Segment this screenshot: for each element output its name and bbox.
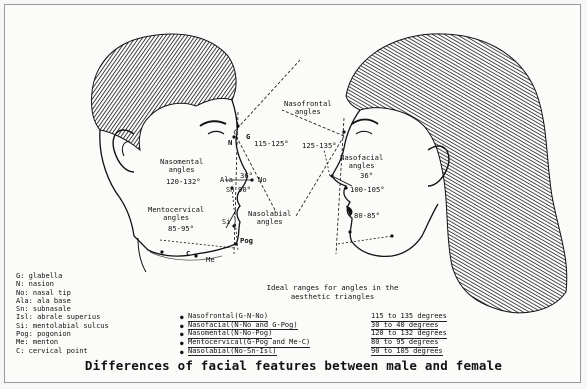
mentocervical-value: 85-95° <box>168 225 194 233</box>
nasolabial-female-value: 100-105° <box>350 186 385 194</box>
abbreviation-item: Pog: pogonion <box>16 330 109 338</box>
abbreviation-item: N: nasion <box>16 280 109 288</box>
figure-title: Differences of facial features between m… <box>0 358 587 373</box>
abbreviation-legend: G: glabella N: nasion No: nasal tip Ala:… <box>16 272 109 355</box>
point-no-label: No <box>258 176 267 184</box>
abbreviation-item: Isl: abrale superius <box>16 313 109 321</box>
range-value: 90 to 105 degrees <box>371 348 443 357</box>
nasolabial-angles-label: Nasolabial angles <box>248 210 291 226</box>
abbreviation-item: Si: mentolabial sulcus <box>16 322 109 330</box>
point-sn-label: Sn <box>226 186 234 194</box>
point-me-label: Me <box>206 256 215 264</box>
bullet-icon: ● <box>180 349 184 356</box>
point-si-label: Si <box>222 218 230 226</box>
range-name: Nasolabial(No-Sn-Isl) <box>188 348 277 357</box>
point-n-label: N <box>228 139 232 147</box>
point-c-label: C <box>186 250 190 258</box>
abbreviation-item: Sn: subnasale <box>16 305 109 313</box>
point-pog-label: Pog <box>240 237 253 245</box>
male-profile <box>92 34 248 272</box>
abbreviation-item: No: nasal tip <box>16 289 109 297</box>
ideal-ranges-heading: Ideal ranges for angles in the aesthetic… <box>250 284 415 301</box>
nasofrontal-male-value: 115-125° <box>254 140 289 148</box>
nasomental-value: 120-132° <box>166 178 201 186</box>
bullet-icon: ● <box>180 331 184 338</box>
range-row: ● Nasolabial(No-Sn-Isl) 90 to 105 degree… <box>180 348 460 357</box>
abbreviation-item: Ala: ala base <box>16 297 109 305</box>
abbreviation-item: Me: menton <box>16 338 109 346</box>
bullet-icon: ● <box>180 323 184 330</box>
nasofrontal-angles-label: Nasofrontal angles <box>284 100 332 116</box>
nasofacial-male-value: 36° <box>240 172 253 180</box>
point-ala-label: Ala <box>220 176 233 184</box>
mentocervical-female-value: 80-85° <box>354 212 380 220</box>
right-angle-label: 90° <box>238 186 251 194</box>
nasofacial-female-value: 36° <box>360 172 373 180</box>
nasofrontal-female-value: 125-135° <box>302 142 337 150</box>
point-g-label: G <box>246 133 250 141</box>
mentocervical-angles-label: Mentocervical angles <box>148 206 204 222</box>
angle-ranges-table: ● Nasofrontal(G-N-No) 115 to 135 degrees… <box>180 313 460 356</box>
bullet-icon: ● <box>180 314 184 321</box>
abbreviation-item: G: glabella <box>16 272 109 280</box>
abbreviation-item: C: cervical point <box>16 347 109 355</box>
nasofacial-angles-label: Nasofacial angles <box>340 154 383 170</box>
bullet-icon: ● <box>180 340 184 347</box>
nasomental-angles-label: Nasomental angles <box>160 158 203 174</box>
